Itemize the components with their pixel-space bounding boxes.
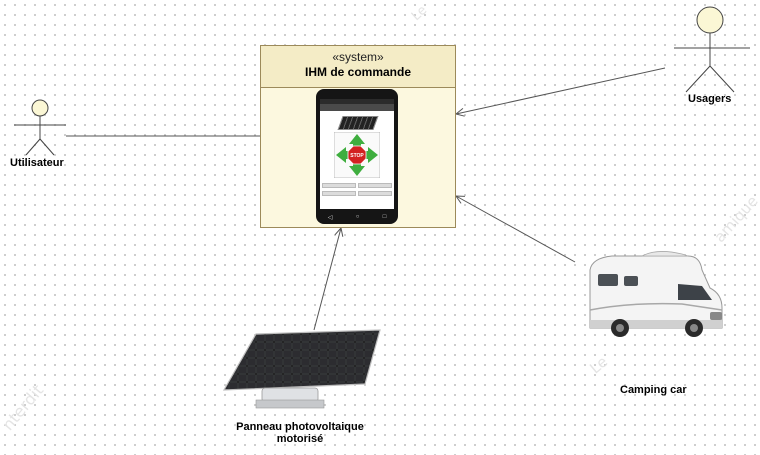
system-header: «system» IHM de commande (261, 46, 455, 88)
phone-status-bar (320, 99, 394, 104)
camping-car-image[interactable] (582, 248, 727, 348)
system-boundary[interactable]: «system» IHM de commande STOP ◁ ○ □ (260, 45, 456, 228)
recent-apps-icon: □ (382, 214, 387, 220)
actor-usagers-icon[interactable] (672, 6, 752, 94)
system-stereotype: «system» (332, 50, 384, 64)
stop-label: STOP (350, 153, 364, 159)
phone-button-row (322, 183, 392, 188)
actor-usagers-label: Usagers (688, 93, 732, 105)
solar-panel-image[interactable] (220, 326, 385, 410)
stop-icon (347, 145, 367, 165)
actor-panneau-label-line2: motorisé (276, 433, 324, 445)
phone-nav-bar: ◁ ○ □ (316, 212, 398, 222)
actor-utilisateur-label: Utilisateur (10, 157, 64, 169)
solar-panel-thumbnail (337, 116, 379, 130)
home-icon: ○ (355, 214, 360, 220)
actor-utilisateur-icon[interactable] (14, 99, 68, 157)
arrow-down-icon (349, 162, 365, 176)
association-camping-car[interactable] (456, 196, 576, 263)
back-icon: ◁ (327, 214, 333, 221)
phone-app-bar (320, 104, 394, 111)
system-name: IHM de commande (304, 65, 412, 79)
arrow-left-icon (336, 147, 350, 163)
association-panneau[interactable] (313, 228, 341, 331)
direction-pad: STOP (334, 132, 380, 178)
phone-button-row (322, 191, 392, 196)
association-usagers[interactable] (456, 67, 666, 114)
actor-panneau-label: Panneau photovoltaique motorisé (218, 421, 382, 445)
actor-camping-car-label: Camping car (620, 384, 687, 396)
smartphone-image: STOP ◁ ○ □ (316, 89, 398, 224)
phone-screen: STOP (320, 99, 394, 209)
actor-panneau-label-line1: Panneau photovoltaique (236, 421, 364, 433)
arrow-right-icon (364, 147, 378, 163)
arrow-up-icon (349, 134, 365, 148)
